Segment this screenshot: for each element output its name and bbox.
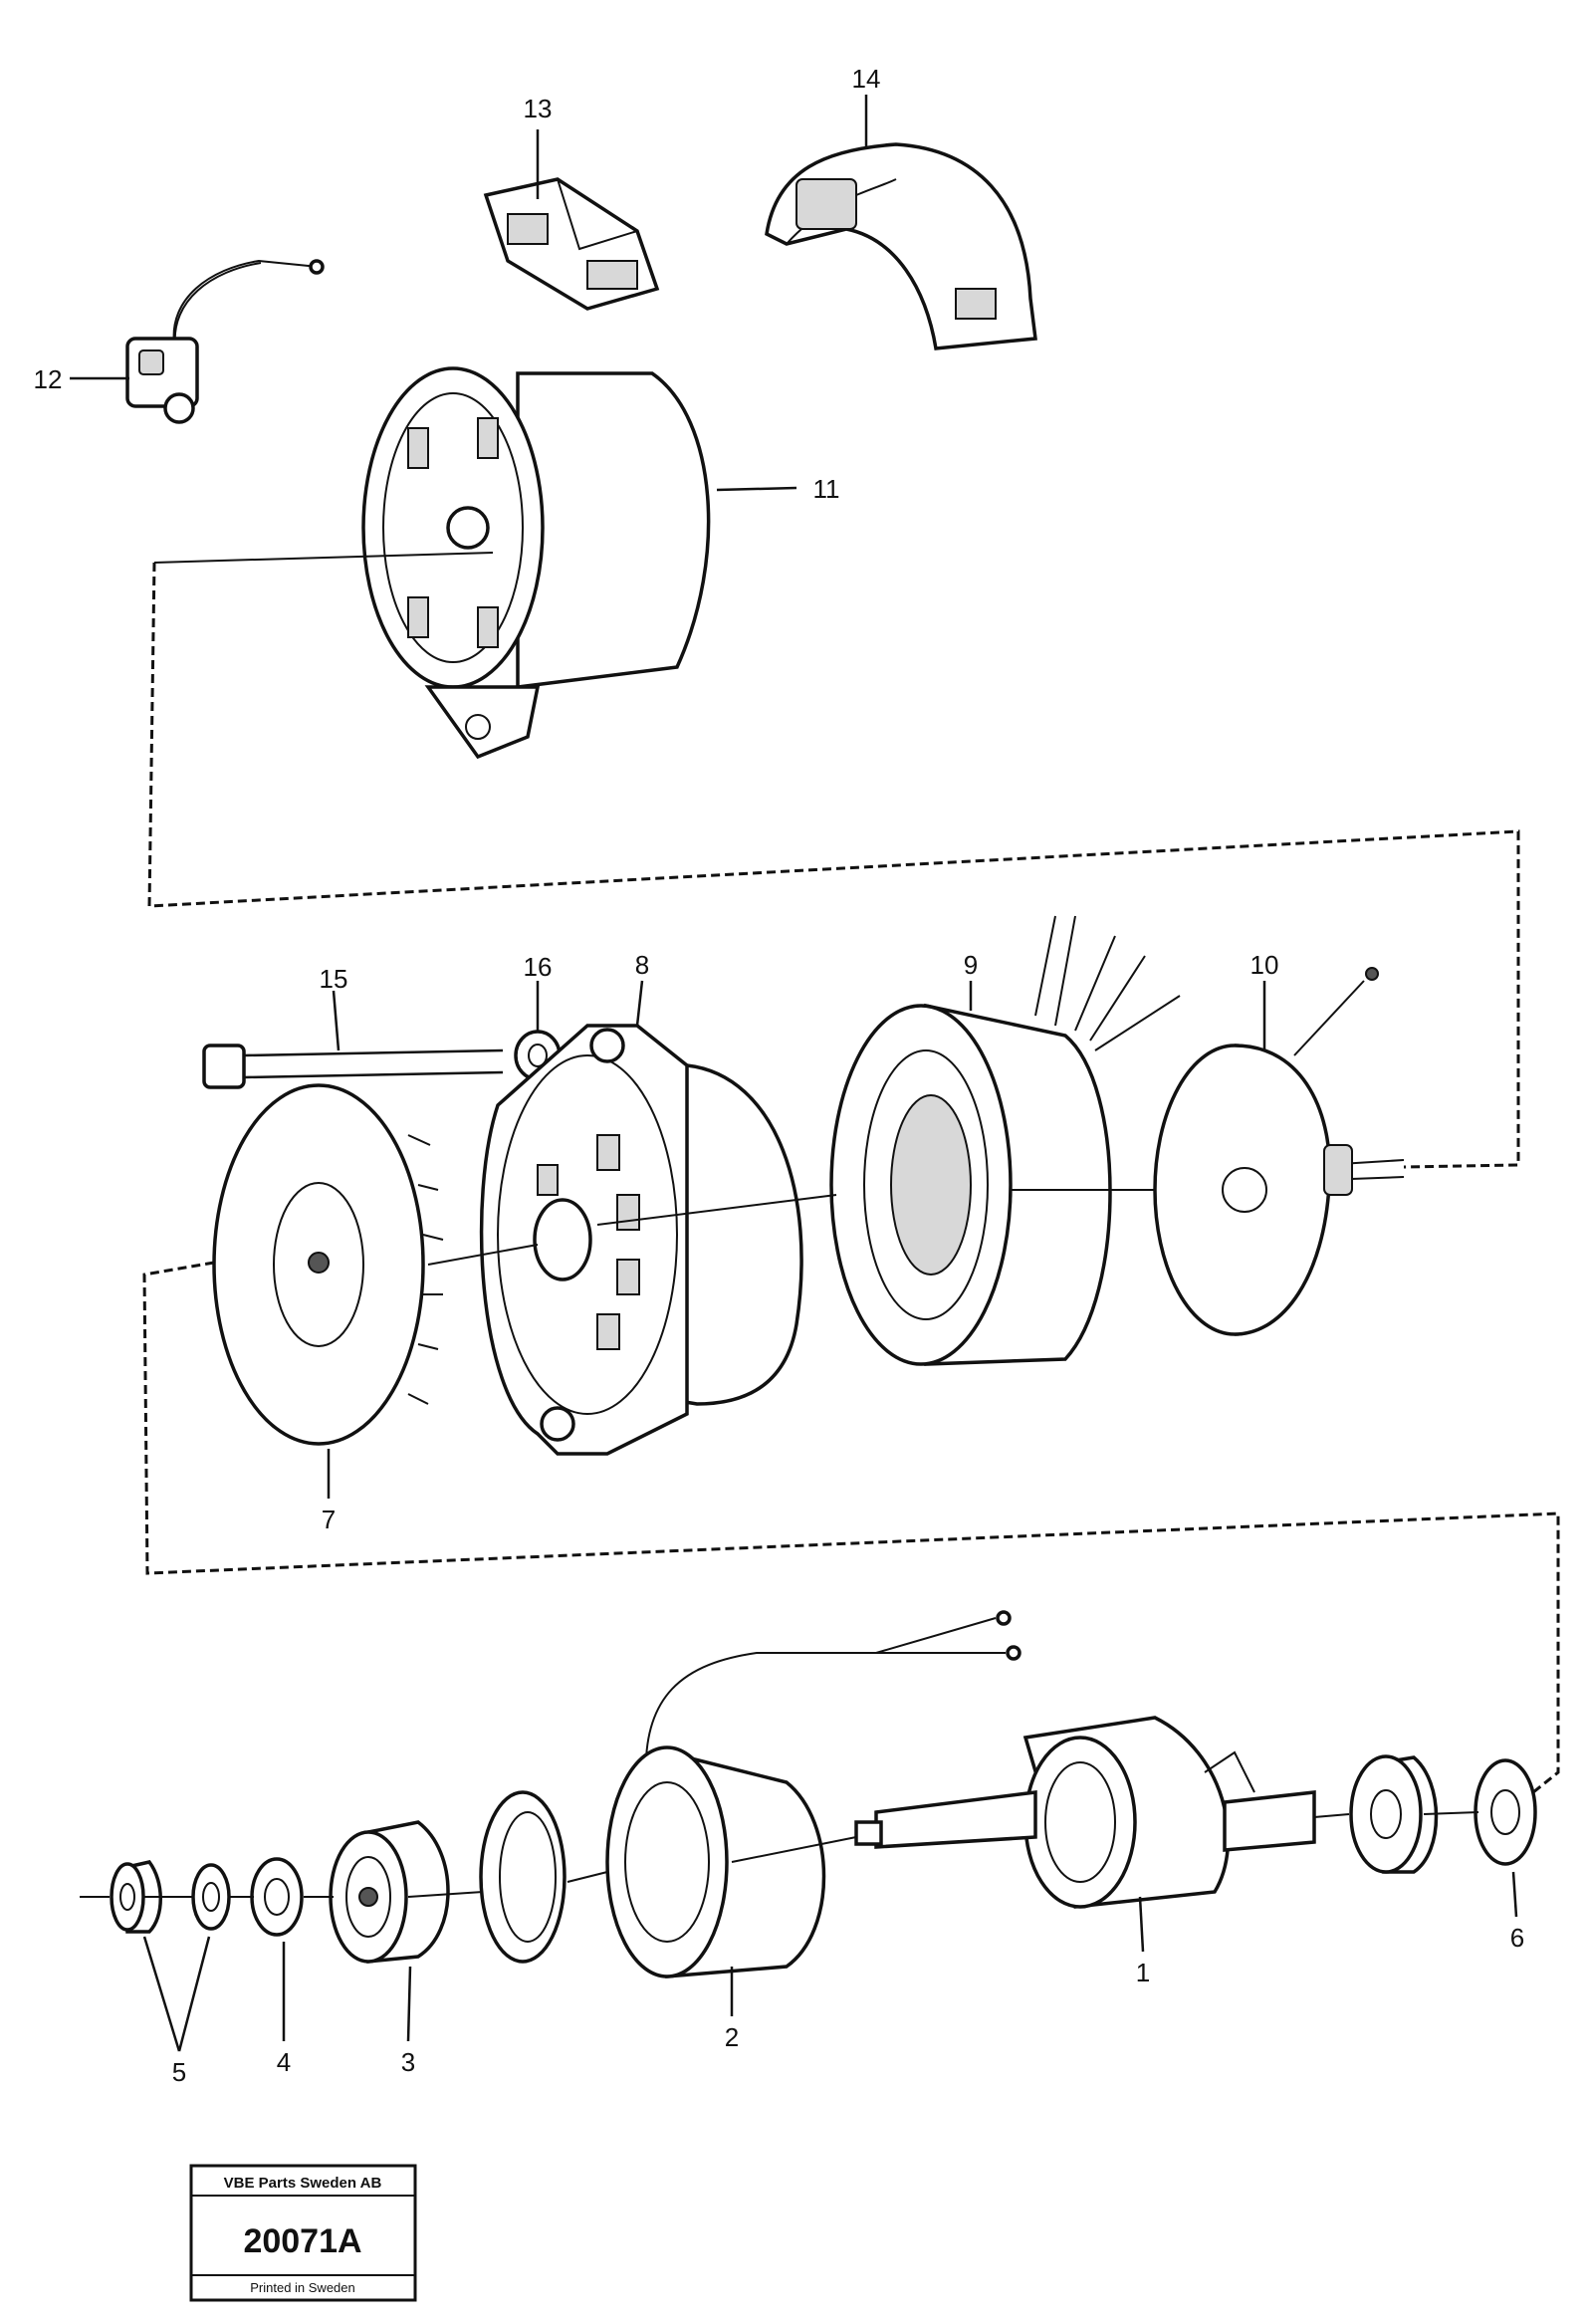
callout-10: 10 [1250,950,1279,980]
leader-lines [70,95,1518,2052]
callout-2: 2 [725,2022,739,2052]
callout-3: 3 [401,2047,415,2077]
part-14-cover [765,142,1037,350]
callout-6: 6 [1510,1923,1524,1953]
part-12-sensor [125,259,325,424]
part-5-washers [110,1860,231,1934]
assembly-axis-lines [80,552,1479,1898]
callout-13: 13 [524,94,553,123]
callout-5: 5 [172,2057,186,2087]
dashed-assembly-loops [142,562,1560,1794]
drawing-number-stamp: VBE Parts Sweden AB 20071A Printed in Sw… [189,2164,417,2302]
callout-9: 9 [964,950,978,980]
callout-7: 7 [322,1505,336,1534]
callout-15: 15 [320,964,348,994]
stamp-number: 20071A [243,2222,361,2260]
part-13-regulator [483,177,660,311]
part-8-drive-end-housing [479,1024,803,1456]
callout-labels: 14 13 12 11 15 16 8 9 10 7 6 1 2 3 4 5 [34,64,1525,2087]
callout-11: 11 [813,474,840,504]
part-7-fan [212,1083,444,1446]
part-3-bearing [329,1820,450,1964]
callout-1: 1 [1136,1958,1150,1987]
callout-16: 16 [524,952,553,982]
callout-14: 14 [852,64,881,94]
callout-8: 8 [635,950,649,980]
part-11-end-shield [361,366,711,760]
part-1-rotor [854,1716,1316,1909]
part-6-bearings [1349,1754,1537,1874]
part-2-housing [605,1745,826,1978]
part-15-bolt [202,1044,504,1089]
part-seal-ring [479,1790,567,1964]
part-4-nut [250,1857,304,1937]
part-10-rectifier [1153,967,1405,1336]
stamp-footer: Printed in Sweden [250,2280,355,2295]
stamp-header: VBE Parts Sweden AB [224,2175,382,2192]
callout-4: 4 [277,2047,291,2077]
callout-12: 12 [34,364,63,394]
part-9-stator [829,915,1181,1366]
